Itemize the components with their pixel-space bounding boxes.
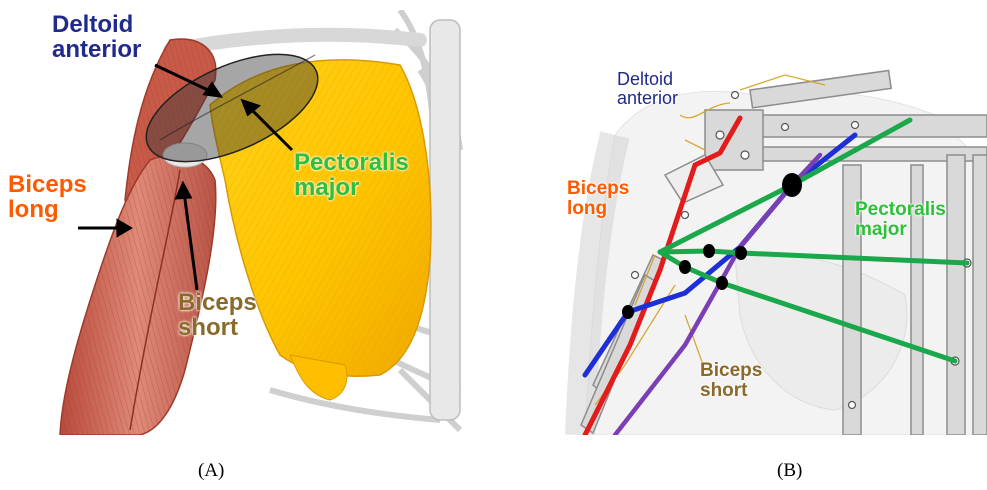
sternum <box>430 20 460 420</box>
frame-bar-top <box>755 115 987 137</box>
caption-a: (A) <box>198 460 224 482</box>
label-line: anterior <box>52 37 141 62</box>
joint-2 <box>735 246 747 260</box>
joint-1 <box>703 244 715 258</box>
label-line: short <box>178 315 257 340</box>
label-biceps-short: Biceps short <box>178 290 257 340</box>
label-line: Biceps <box>178 290 257 315</box>
joint-5 <box>622 305 634 319</box>
label-line: Deltoid <box>52 12 141 37</box>
label-deltoid-anterior: Deltoid anterior <box>617 70 678 108</box>
label-pectoralis-major: Pectoralis major <box>294 150 409 200</box>
joint-4 <box>716 276 728 290</box>
anatomy-illustration <box>0 10 470 435</box>
joint-3 <box>679 260 691 274</box>
caption-b: (B) <box>777 460 802 482</box>
label-line: Pectoralis <box>855 200 946 220</box>
label-line: long <box>8 197 87 222</box>
label-line: Deltoid <box>617 70 678 89</box>
label-line: short <box>700 381 762 401</box>
label-biceps-short: Biceps short <box>700 361 762 401</box>
joint-shoulder <box>782 173 802 197</box>
panel-b-robot-model: Deltoid anterior Biceps long Pectoralis … <box>555 15 987 435</box>
label-line: Pectoralis <box>294 150 409 175</box>
label-line: Biceps <box>700 361 762 381</box>
label-pectoralis-major: Pectoralis major <box>855 200 946 240</box>
label-deltoid-anterior: Deltoid anterior <box>52 12 141 62</box>
label-line: major <box>855 220 946 240</box>
label-line: long <box>567 199 629 219</box>
frame-column-3 <box>947 155 965 435</box>
shoulder-block <box>705 110 763 170</box>
label-line: anterior <box>617 89 678 108</box>
panel-a-anatomy: Deltoid anterior Biceps long Pectoralis … <box>0 10 470 435</box>
label-biceps-long: Biceps long <box>567 179 629 219</box>
label-line: Biceps <box>8 172 87 197</box>
label-line: major <box>294 175 409 200</box>
frame-column-4 <box>973 155 987 435</box>
label-biceps-long: Biceps long <box>8 172 87 222</box>
label-line: Biceps <box>567 179 629 199</box>
